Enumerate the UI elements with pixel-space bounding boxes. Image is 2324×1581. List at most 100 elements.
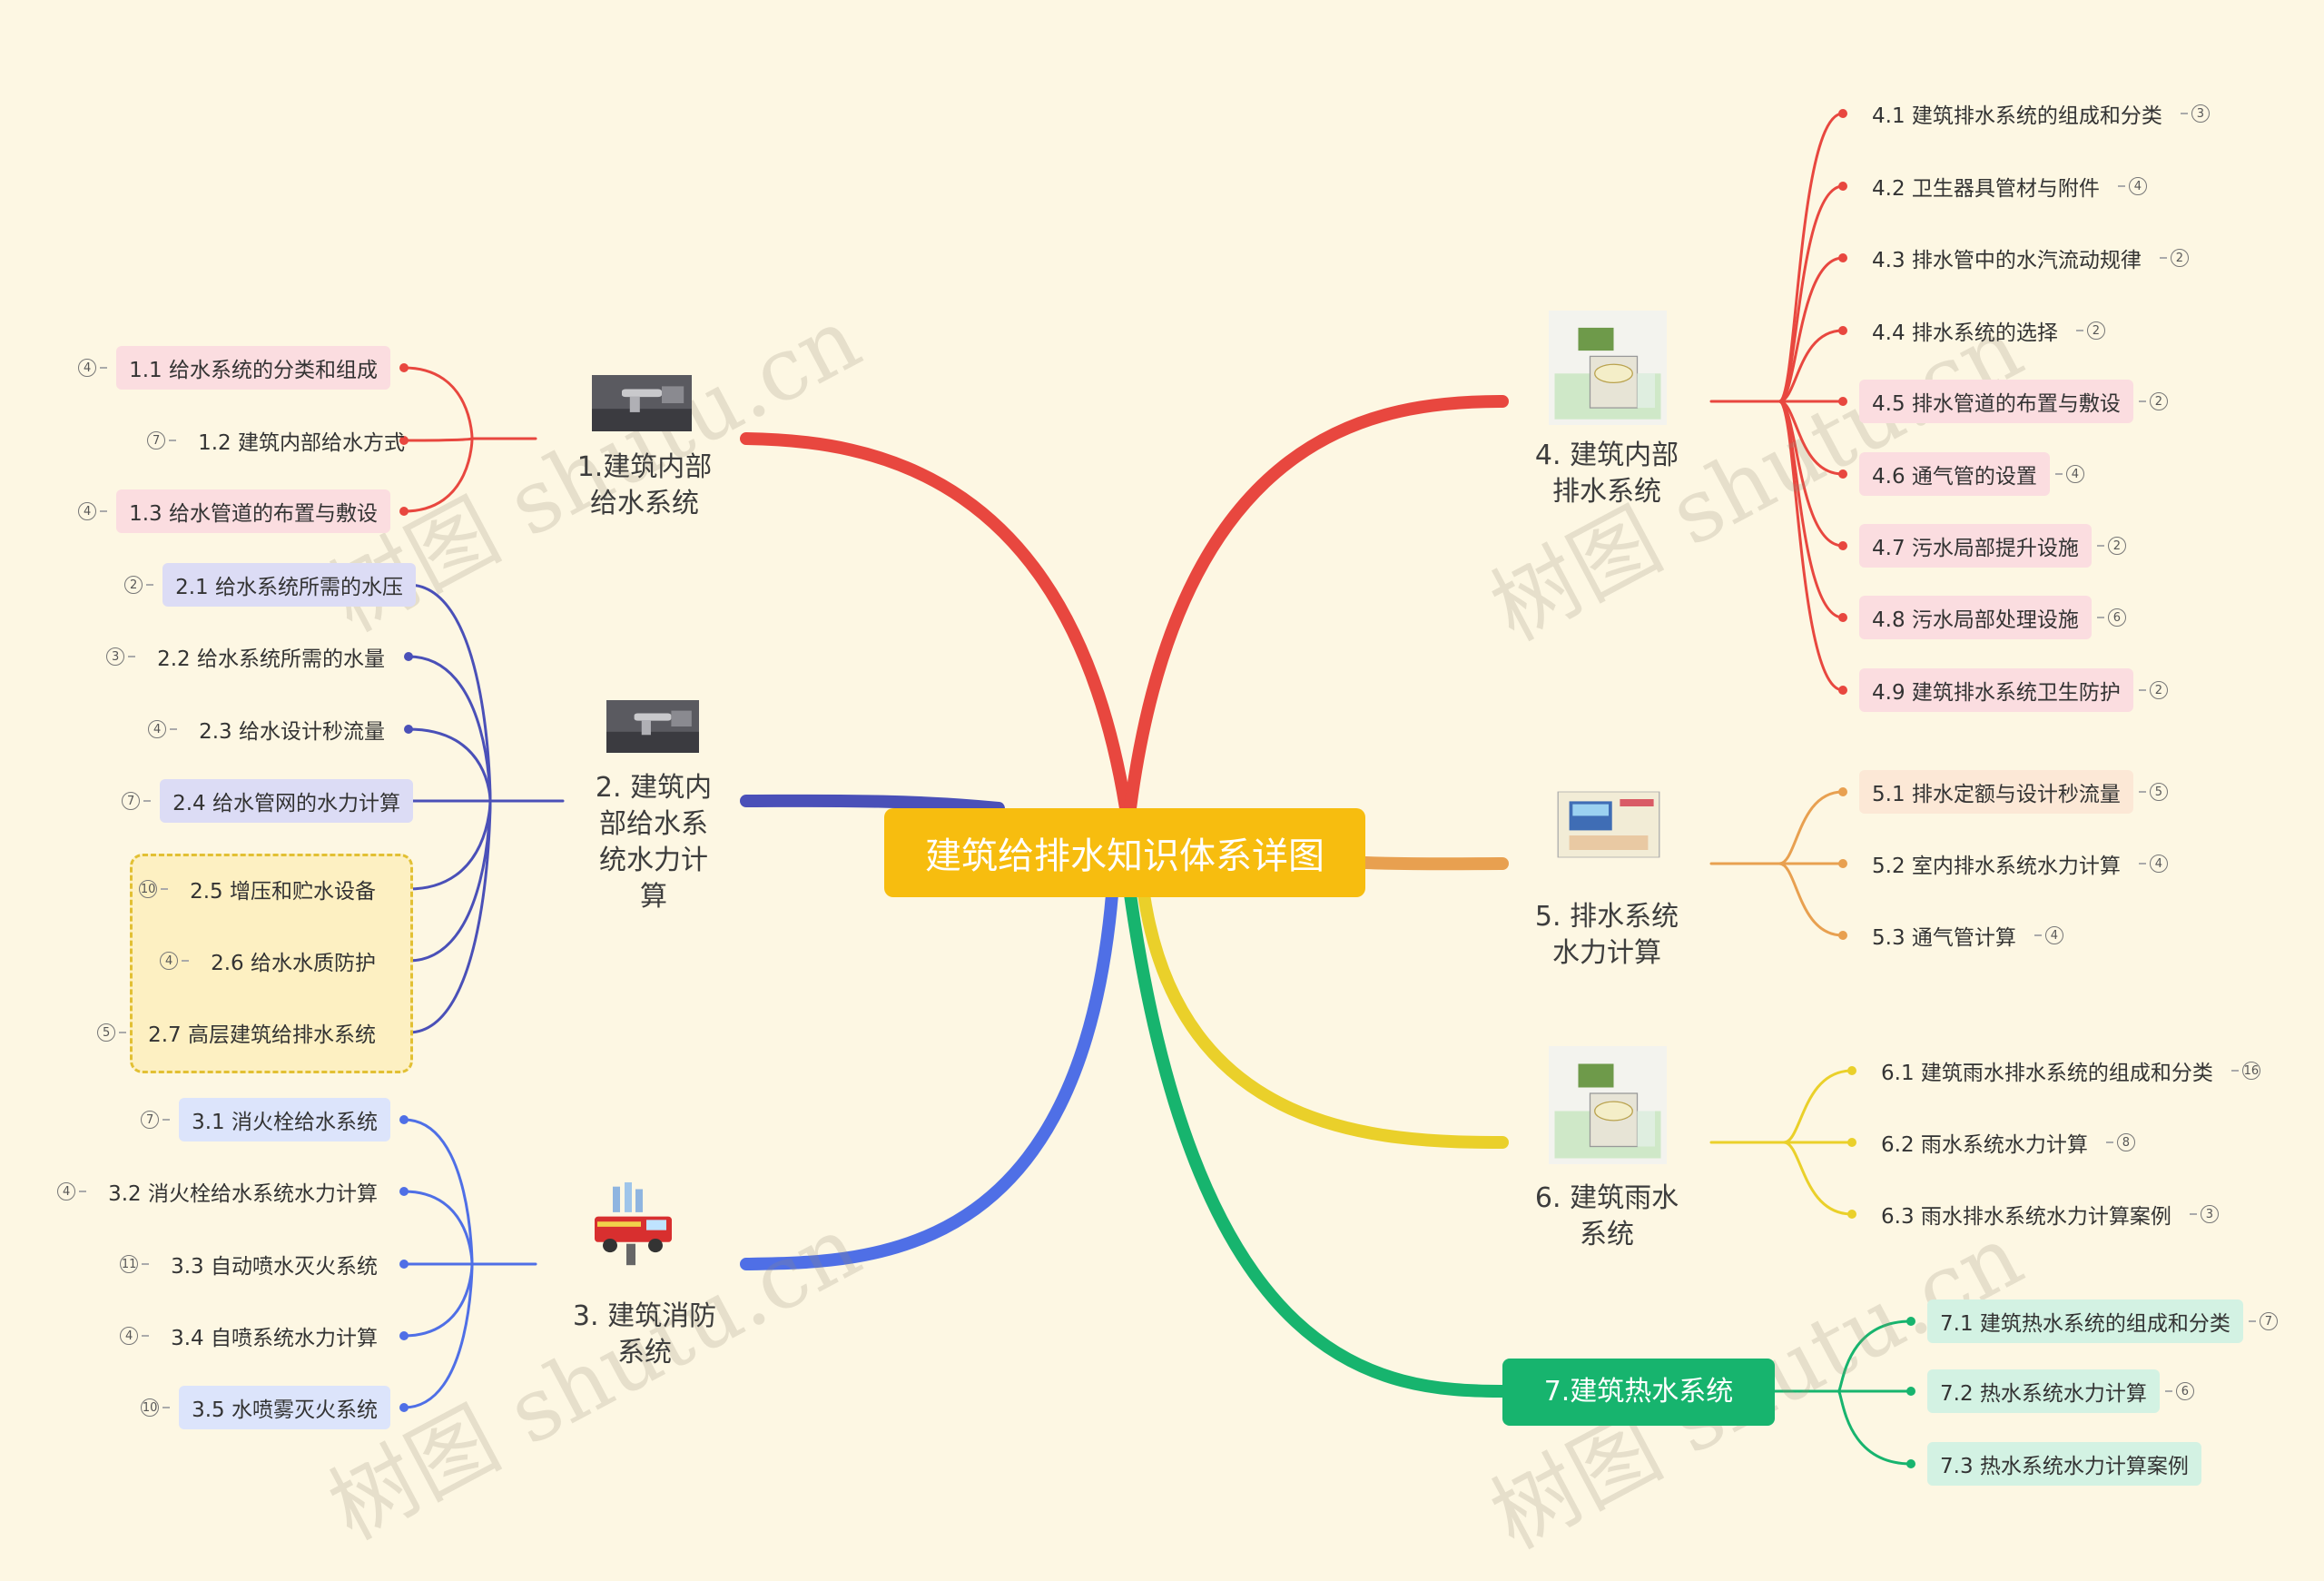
branch-topic-b5[interactable]: 5. 排水系统 水力计算 <box>1534 901 1679 969</box>
child-count-badge[interactable]: 4 <box>78 502 108 520</box>
subtopic-label: 4.1 建筑排水系统的组成和分类 <box>1872 104 2162 128</box>
child-count-badge[interactable]: 6 <box>2096 608 2126 627</box>
child-count-badge[interactable]: 10 <box>139 880 169 898</box>
subtopic-2.3[interactable]: 4 2.3 给水设计秒流量 <box>148 707 398 751</box>
child-count-badge[interactable]: 4 <box>120 1327 150 1345</box>
child-count-badge[interactable]: 7 <box>2248 1312 2278 1330</box>
connector-dot <box>1838 326 1847 335</box>
child-count-badge[interactable]: 4 <box>160 952 190 970</box>
badge-connector <box>170 728 178 730</box>
branch-topic-b2[interactable]: 2. 建筑内 部给水系 统水力计 算 <box>595 772 713 913</box>
subtopic-4.1[interactable]: 4.1 建筑排水系统的组成和分类 3 <box>1859 92 2210 135</box>
connector-dot <box>399 363 409 372</box>
subtopic-label: 7.3 热水系统水力计算案例 <box>1940 1455 2189 1478</box>
child-count-badge[interactable]: 3 <box>106 647 136 666</box>
child-count-number: 2 <box>2149 681 2168 699</box>
connector-dot <box>1838 787 1847 796</box>
child-count-badge[interactable]: 4 <box>78 359 108 377</box>
subtopic-label: 2.3 给水设计秒流量 <box>199 720 385 744</box>
central-topic[interactable]: 建筑给排水知识体系详图 <box>884 808 1365 897</box>
badge-connector <box>79 1191 87 1192</box>
child-count-badge[interactable]: 7 <box>147 431 177 450</box>
connector-dot <box>399 507 409 516</box>
connector-dot <box>399 1187 409 1196</box>
subtopic-label: 4.8 污水局部处理设施 <box>1872 608 2079 632</box>
branch-topic-b6[interactable]: 6. 建筑雨水 系统 <box>1534 1182 1679 1250</box>
child-count-number: 4 <box>2128 177 2147 195</box>
connector-line <box>1837 1319 1913 1393</box>
subtopic-7.1[interactable]: 7.1 建筑热水系统的组成和分类 7 <box>1927 1299 2278 1343</box>
child-count-badge[interactable]: 2 <box>2138 681 2168 699</box>
faucet-photo-icon <box>592 375 692 431</box>
child-count-badge[interactable]: 2 <box>2138 392 2168 410</box>
child-count-badge[interactable]: 3 <box>2189 1205 2219 1223</box>
child-count-badge[interactable]: 4 <box>2138 855 2168 873</box>
child-count-badge[interactable]: 8 <box>2105 1133 2135 1151</box>
child-count-badge[interactable]: 7 <box>122 792 152 810</box>
child-count-badge[interactable]: 2 <box>2159 249 2189 267</box>
branch-topic-b3[interactable]: 3. 建筑消防 系统 <box>572 1300 717 1369</box>
subtopic-label: 7.1 建筑热水系统的组成和分类 <box>1940 1312 2230 1336</box>
child-count-badge[interactable]: 4 <box>2117 177 2147 195</box>
child-count-badge[interactable]: 4 <box>57 1182 87 1201</box>
child-count-badge[interactable]: 4 <box>148 720 178 738</box>
badge-connector <box>2164 1390 2172 1392</box>
connector-dot <box>1838 859 1847 868</box>
child-count-badge[interactable]: 7 <box>141 1111 171 1129</box>
child-count-number: 4 <box>2065 465 2084 483</box>
connector-dot <box>1906 1459 1915 1468</box>
badge-connector <box>2189 1213 2197 1215</box>
badge-connector <box>2138 863 2146 865</box>
child-count-badge[interactable]: 11 <box>120 1255 150 1273</box>
child-count-badge[interactable]: 5 <box>2138 783 2168 801</box>
child-count-badge[interactable]: 4 <box>2054 465 2084 483</box>
badge-connector <box>2096 617 2104 618</box>
child-count-badge[interactable]: 4 <box>2034 926 2063 944</box>
child-count-badge[interactable]: 5 <box>97 1023 127 1042</box>
child-count-number: 7 <box>141 1111 160 1129</box>
branch-topic-b1[interactable]: 1.建筑内部 给水系统 <box>576 451 713 519</box>
subtopic-4.8[interactable]: 4.8 污水局部处理设施 6 <box>1859 596 2126 639</box>
child-count-number: 7 <box>147 431 166 450</box>
subtopic-7.3[interactable]: 7.3 热水系统水力计算案例 <box>1927 1442 2201 1486</box>
child-count-number: 4 <box>148 720 167 738</box>
child-count-badge[interactable]: 10 <box>141 1398 171 1417</box>
child-count-badge[interactable]: 2 <box>124 576 154 594</box>
child-count-badge[interactable]: 3 <box>2180 104 2210 123</box>
child-count-badge[interactable]: 16 <box>2230 1062 2260 1080</box>
badge-connector <box>162 1407 171 1408</box>
branch-topic-b4[interactable]: 4. 建筑内部 排水系统 <box>1534 440 1679 508</box>
branch-topic-b7[interactable]: 7.建筑热水系统 <box>1502 1359 1775 1426</box>
child-count-badge[interactable]: 2 <box>2075 321 2105 340</box>
child-count-badge[interactable]: 2 <box>2096 537 2126 555</box>
child-count-badge[interactable]: 6 <box>2164 1382 2194 1400</box>
